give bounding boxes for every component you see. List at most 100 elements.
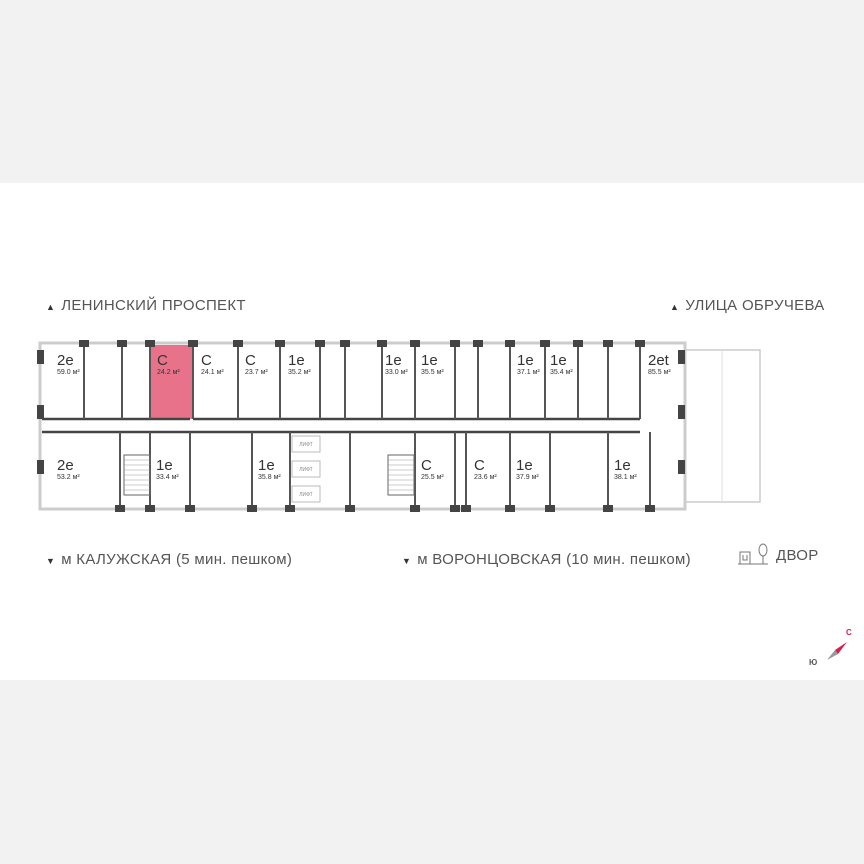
compass-south: Ю (809, 658, 818, 667)
column (377, 340, 387, 347)
unit-type[interactable]: 1e (550, 352, 567, 369)
unit-type[interactable]: 1e (614, 457, 631, 474)
street-name: УЛИЦА ОБРУЧЕВА (685, 297, 825, 314)
unit-type[interactable]: 1e (288, 352, 305, 369)
unit-2-area (193, 345, 238, 419)
unit-area[interactable]: 38.1 м² (614, 474, 637, 481)
column (115, 505, 125, 512)
unit-area[interactable]: 25.5 м² (421, 474, 444, 481)
unit-type[interactable]: 2e (57, 457, 74, 474)
unit-area[interactable]: 35.4 м² (550, 369, 573, 376)
column (450, 505, 460, 512)
column (79, 340, 89, 347)
column (645, 505, 655, 512)
column (678, 405, 685, 419)
lift-box (291, 460, 321, 478)
column (185, 505, 195, 512)
selected-unit-fill (150, 345, 193, 419)
unit-area[interactable]: 33.4 м² (156, 474, 179, 481)
column (275, 340, 285, 347)
lift-label: ЛИФТ (299, 442, 313, 448)
column (505, 340, 515, 347)
column (603, 340, 613, 347)
column (37, 350, 44, 364)
unit-type[interactable]: 2e (57, 352, 74, 369)
unit-type[interactable]: С (421, 457, 432, 474)
column (540, 340, 550, 347)
compass-north: С (846, 628, 852, 637)
unit-area[interactable]: 85.5 м² (648, 369, 671, 376)
lift-box (291, 435, 321, 453)
lift-label: ЛИФТ (299, 492, 313, 498)
unit-area[interactable]: 23.7 м² (245, 369, 268, 376)
lift-label: ЛИФТ (299, 467, 313, 473)
column (285, 505, 295, 512)
column (233, 340, 243, 347)
column (678, 460, 685, 474)
column (145, 340, 155, 347)
column (410, 340, 420, 347)
unit-area[interactable]: 23.6 м² (474, 474, 497, 481)
column (635, 340, 645, 347)
unit-area[interactable]: 24.2 м² (157, 369, 180, 376)
column (410, 505, 420, 512)
triangle-icon: ▲ (46, 302, 56, 312)
unit-type[interactable]: 1e (156, 457, 173, 474)
column (450, 340, 460, 347)
column (545, 505, 555, 512)
unit-10-area (42, 432, 120, 507)
unit-area[interactable]: 35.5 м² (421, 369, 444, 376)
unit-area[interactable]: 24.1 м² (201, 369, 224, 376)
unit-area[interactable]: 37.9 м² (516, 474, 539, 481)
column (461, 505, 471, 512)
unit-type[interactable]: 1e (516, 457, 533, 474)
unit-area[interactable]: 59.0 м² (57, 369, 80, 376)
column (473, 340, 483, 347)
metro-label-2: ▼ м ВОРОНЦОВСКАЯ (10 мин. пешком) (402, 551, 691, 568)
unit-type[interactable]: С (245, 352, 256, 369)
unit-14-area (466, 432, 505, 507)
unit-area[interactable]: 37.1 м² (517, 369, 540, 376)
triangle-icon: ▼ (46, 556, 56, 566)
column (117, 340, 127, 347)
column (37, 405, 44, 419)
column (345, 505, 355, 512)
unit-type[interactable]: С (157, 352, 168, 369)
unit-area[interactable]: 35.8 м² (258, 474, 281, 481)
column (315, 340, 325, 347)
unit-type[interactable]: 1e (517, 352, 534, 369)
street-label-left: ▲ ЛЕНИНСКИЙ ПРОСПЕКТ (46, 297, 246, 314)
yard-text: ДВОР (776, 547, 819, 564)
column (603, 505, 613, 512)
metro-label-1: ▼ м КАЛУЖСКАЯ (5 мин. пешком) (46, 551, 292, 568)
column (678, 350, 685, 364)
column (188, 340, 198, 347)
column (505, 505, 515, 512)
lift-box (291, 485, 321, 503)
playground-tree-icon (738, 543, 768, 565)
yard-label: ДВОР (736, 542, 818, 571)
metro-name: м КАЛУЖСКАЯ (5 мин. пешком) (61, 551, 293, 568)
unit-type[interactable]: 1e (258, 457, 275, 474)
triangle-icon: ▲ (670, 302, 680, 312)
unit-area[interactable]: 35.2 м² (288, 369, 311, 376)
unit-area[interactable]: 33.0 м² (385, 369, 408, 376)
triangle-icon: ▼ (402, 556, 412, 566)
street-label-right: ▲ УЛИЦА ОБРУЧЕВА (670, 297, 825, 314)
column (145, 505, 155, 512)
column (340, 340, 350, 347)
building-outline (38, 341, 687, 511)
metro-name: м ВОРОНЦОВСКАЯ (10 мин. пешком) (417, 551, 691, 568)
compass-icon (827, 642, 847, 660)
column (37, 460, 44, 474)
column (573, 340, 583, 347)
column (247, 505, 257, 512)
unit-type[interactable]: 2et (648, 352, 669, 369)
unit-type[interactable]: С (201, 352, 212, 369)
street-name: ЛЕНИНСКИЙ ПРОСПЕКТ (61, 297, 246, 314)
unit-area[interactable]: 53.2 м² (57, 474, 80, 481)
unit-type[interactable]: 1e (385, 352, 402, 369)
unit-type[interactable]: С (474, 457, 485, 474)
unit-type[interactable]: 1e (421, 352, 438, 369)
